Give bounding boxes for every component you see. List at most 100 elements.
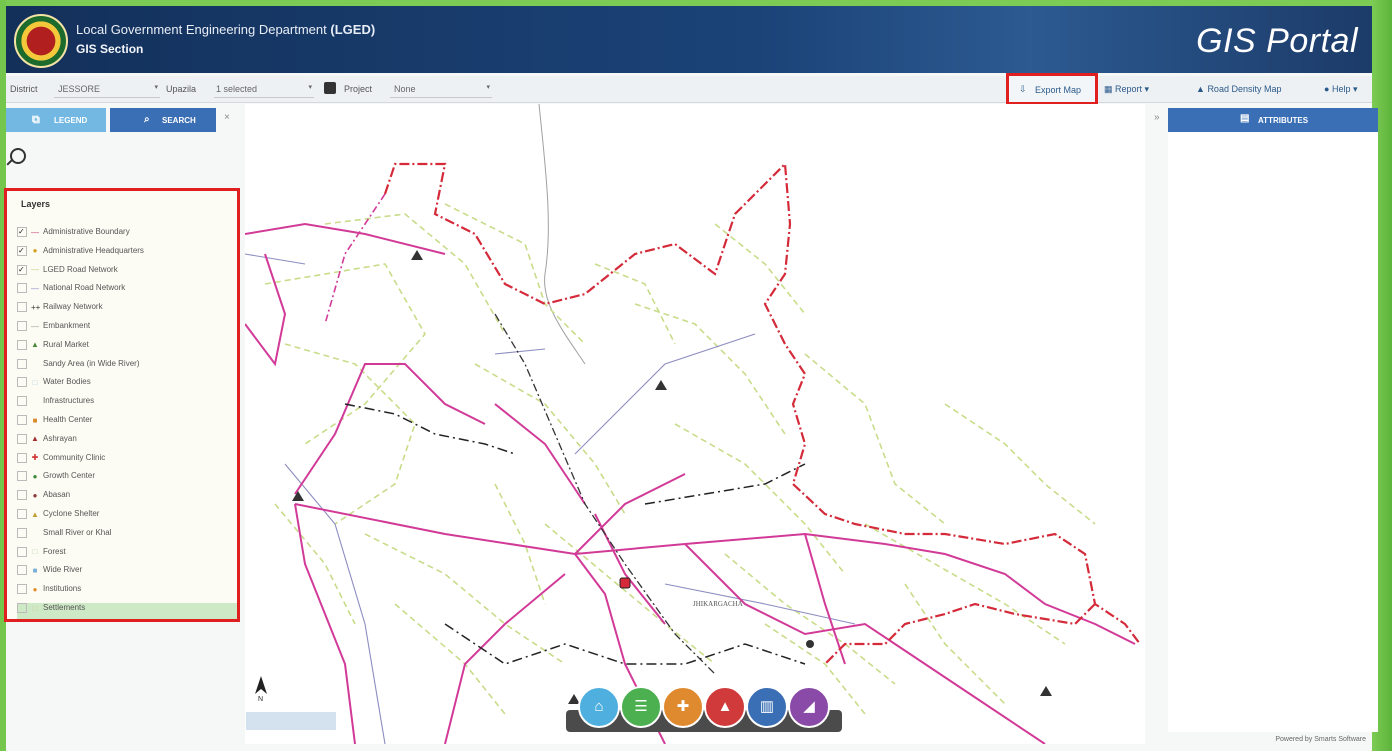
layer-checkbox[interactable] xyxy=(17,377,27,388)
layer-checkbox[interactable] xyxy=(17,302,27,313)
bridge-icon[interactable]: ◢ xyxy=(788,686,830,728)
layer-symbol-icon: ■ xyxy=(32,565,38,575)
layer-item[interactable]: —Embankment xyxy=(17,321,90,337)
layer-item[interactable]: Small River or Khal xyxy=(17,527,111,544)
layer-item[interactable]: ▲Cyclone Shelter xyxy=(17,509,99,525)
layer-item[interactable]: ●Growth Center xyxy=(17,471,95,487)
layers-title: Layers xyxy=(21,199,51,209)
layer-checkbox[interactable] xyxy=(17,471,27,482)
layer-symbol-icon: □ xyxy=(32,377,38,387)
layer-checkbox[interactable] xyxy=(17,433,27,444)
layer-symbol-icon: ✚ xyxy=(31,453,39,463)
left-panel-tabs: ⧉ LEGEND ⌕ SEARCH xyxy=(6,108,216,132)
road-icon: ▲ xyxy=(1196,84,1205,94)
layer-label: Railway Network xyxy=(43,302,103,312)
layer-item[interactable]: ■ Wide River xyxy=(17,565,82,581)
layer-label: National Road Network xyxy=(43,283,126,293)
report-button[interactable]: ▦ Report ▾ xyxy=(1104,84,1150,94)
river-line xyxy=(538,104,586,365)
layer-item[interactable]: ✓—LGED Road Network xyxy=(17,264,118,281)
tab-attributes[interactable]: ▤ ATTRIBUTES xyxy=(1168,108,1378,132)
tab-search[interactable]: ⌕ SEARCH xyxy=(110,108,216,132)
chevron-down-icon: ▾ xyxy=(486,84,490,91)
road-density-button[interactable]: ▲ Road Density Map xyxy=(1196,84,1282,94)
export-map-button[interactable]: ⇩ Export Map xyxy=(1006,73,1098,105)
layer-checkbox[interactable] xyxy=(17,490,27,501)
layer-item[interactable]: ●Abasan xyxy=(17,490,70,506)
layer-checkbox[interactable] xyxy=(17,603,27,613)
layer-symbol-icon: — xyxy=(31,265,39,275)
layer-checkbox[interactable] xyxy=(17,565,27,576)
download-icon: ⇩ xyxy=(1019,84,1027,94)
project-toggle-icon[interactable] xyxy=(324,82,336,94)
layer-item[interactable]: ●Institutions xyxy=(17,584,81,600)
layer-item[interactable]: □ Forest xyxy=(17,546,66,563)
project-select[interactable]: None ▾ xyxy=(390,81,492,98)
layer-item[interactable]: ++Railway Network xyxy=(17,302,103,318)
layer-item[interactable]: ✓—Administrative Boundary xyxy=(17,227,130,243)
road-icon[interactable]: ▥ xyxy=(746,686,788,728)
layer-checkbox[interactable] xyxy=(17,452,27,463)
search-icon[interactable] xyxy=(10,148,26,164)
upazila-select[interactable]: 1 selected ▾ xyxy=(214,81,314,98)
layer-item[interactable]: ■Health Center xyxy=(17,415,92,431)
section-name: GIS Section xyxy=(76,42,144,56)
layer-item[interactable]: ▲ Ashrayan xyxy=(17,433,77,450)
layer-label: Abasan xyxy=(43,490,71,500)
collapse-right-icon[interactable]: » xyxy=(1154,112,1160,123)
layer-checkbox[interactable] xyxy=(17,527,27,538)
lged-road-network xyxy=(264,203,1096,715)
market-marker-icon xyxy=(411,250,423,260)
layers-panel: Layers ✓—Administrative Boundary ✓●Admini… xyxy=(4,188,240,622)
layer-symbol-icon: ● xyxy=(32,584,38,594)
layer-label: Forest xyxy=(43,546,66,556)
filter-icon[interactable]: ☰ xyxy=(620,686,662,728)
layer-checkbox[interactable] xyxy=(17,546,27,557)
layer-checkbox[interactable] xyxy=(17,396,27,407)
layer-label: Growth Center xyxy=(43,471,96,481)
tab-legend[interactable]: ⧉ LEGEND xyxy=(6,108,106,132)
layer-symbol-icon: □ xyxy=(32,547,38,557)
layer-checkbox[interactable] xyxy=(17,509,27,519)
layer-label: Settlements xyxy=(43,603,86,613)
map-canvas[interactable]: JHIKARGACHA xyxy=(245,104,1145,744)
layer-label: Water Bodies xyxy=(43,377,91,387)
layer-symbol-icon: ▲ xyxy=(31,434,39,444)
pink-road-network xyxy=(245,222,1136,744)
market-marker-icon xyxy=(655,380,667,390)
layer-item[interactable]: Infrastructures xyxy=(17,396,94,412)
boundary-west xyxy=(324,193,386,325)
layer-checkbox[interactable]: ✓ xyxy=(17,264,27,275)
layer-checkbox[interactable] xyxy=(17,415,27,425)
layer-item[interactable]: ✓●Administrative Headquarters xyxy=(17,245,144,262)
school-icon[interactable]: ⌂ xyxy=(578,686,620,728)
market-icon[interactable]: ▲ xyxy=(704,686,746,728)
layer-symbol-icon: ▲ xyxy=(31,340,39,350)
layer-checkbox[interactable]: ✓ xyxy=(17,245,27,256)
layer-symbol-icon: — xyxy=(31,321,39,331)
project-label: Project xyxy=(344,84,373,94)
health-icon[interactable]: ✚ xyxy=(662,686,704,728)
layer-label: Wide River xyxy=(43,565,83,575)
layer-checkbox[interactable] xyxy=(17,358,27,369)
layer-item[interactable]: ✚Community Clinic xyxy=(17,452,105,469)
layer-checkbox[interactable] xyxy=(17,283,27,294)
layer-item[interactable]: Sandy Area (in Wide River) xyxy=(17,358,139,375)
help-button[interactable]: ● Help ▾ xyxy=(1324,84,1358,94)
layer-item[interactable]: —National Road Network xyxy=(17,283,125,299)
layer-checkbox[interactable] xyxy=(17,321,27,331)
layer-checkbox[interactable] xyxy=(17,339,27,350)
layer-label: Ashrayan xyxy=(43,433,77,443)
layer-checkbox[interactable]: ✓ xyxy=(17,227,27,237)
layer-checkbox[interactable] xyxy=(17,584,27,595)
lged-logo xyxy=(14,14,68,68)
north-arrow-icon: N xyxy=(252,674,270,705)
layer-item[interactable]: □Settlements xyxy=(17,603,237,619)
layer-item[interactable]: □ Water Bodies xyxy=(17,377,91,393)
legend-icon: ⧉ xyxy=(32,114,40,126)
collapse-left-icon[interactable]: × xyxy=(224,112,230,123)
upazila-label: Upazila xyxy=(166,84,197,94)
layer-item[interactable]: ▲Rural Market xyxy=(17,339,89,356)
district-select[interactable]: JESSORE ▾ xyxy=(54,81,160,98)
upazila-boundary xyxy=(344,403,806,665)
